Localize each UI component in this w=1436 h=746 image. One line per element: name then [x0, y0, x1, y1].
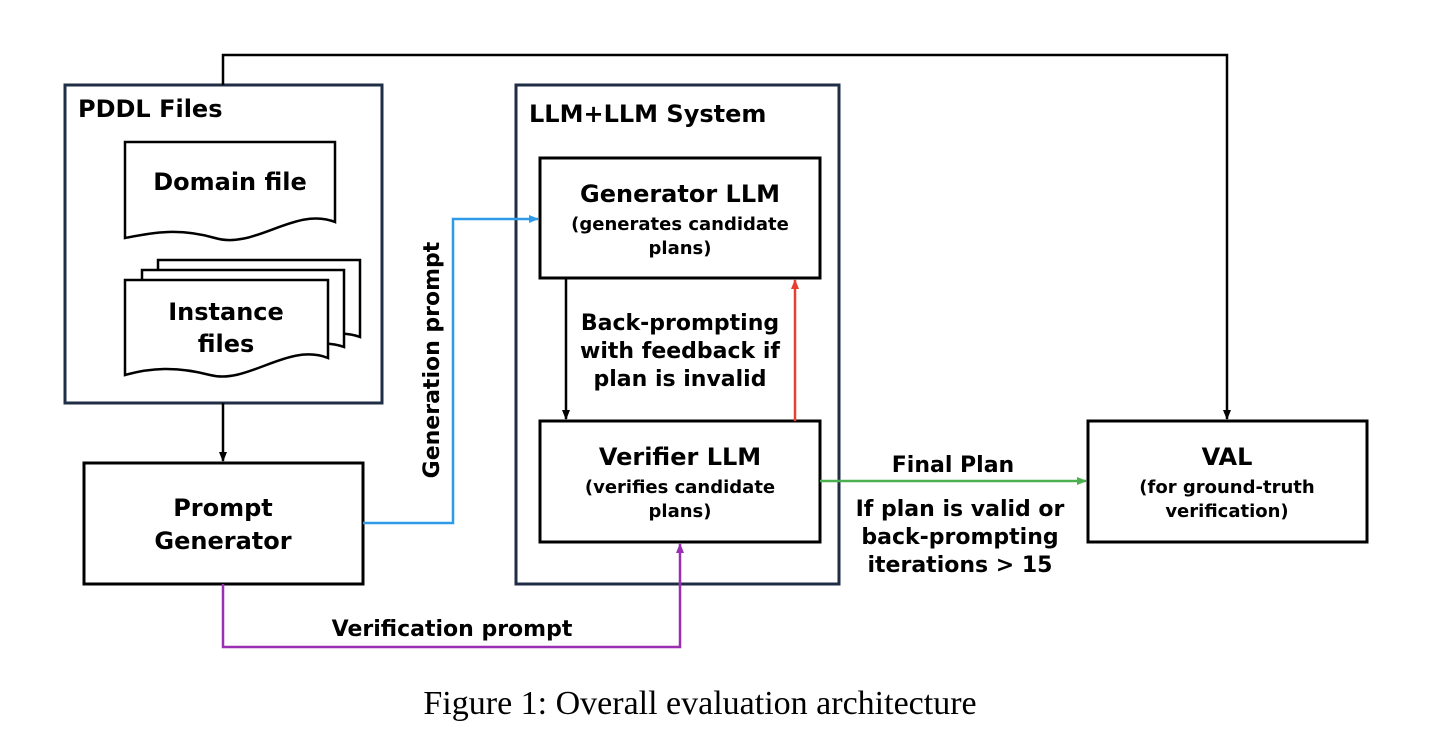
- domain-file-document-icon: [123, 140, 337, 242]
- final-plan-condition-line2: back-prompting: [861, 525, 1058, 550]
- llm-system-group: LLM+LLM System Generator LLM (generates …: [514, 83, 841, 586]
- instance-files-label-line2: files: [198, 330, 255, 358]
- pddl-files-group: PDDL Files Domain file Instance files: [63, 83, 384, 405]
- verification-prompt-arrow: [221, 543, 684, 649]
- final-plan-label: Final Plan: [892, 453, 1014, 478]
- val-title: VAL: [1202, 443, 1253, 471]
- val-box: [1086, 419, 1369, 544]
- generator-llm-desc-line1: (generates candidate: [571, 214, 789, 235]
- final-plan-condition-line3: iterations > 15: [868, 553, 1053, 578]
- generator-llm-title: Generator LLM: [580, 180, 780, 208]
- instance-file-front-document-icon: [123, 278, 330, 378]
- prompt-generator-label-line1: Prompt: [173, 494, 273, 522]
- val-group: VAL (for ground-truth verification): [1086, 419, 1369, 544]
- figure-caption: Figure 1: Overall evaluation architectur…: [423, 685, 976, 722]
- instance-files-label-line1: Instance: [168, 298, 284, 326]
- pddl-files-title: PDDL Files: [78, 95, 223, 123]
- val-desc-line2: verification): [1165, 501, 1288, 522]
- verification-prompt-label: Verification prompt: [332, 617, 573, 642]
- generation-prompt-arrow: [363, 215, 539, 525]
- verifier-llm-title: Verifier LLM: [599, 443, 761, 471]
- llm-system-box: [514, 83, 841, 586]
- verifier-llm-box: [538, 419, 822, 544]
- prompt-generator-box: [82, 461, 365, 586]
- final-plan-condition-line1: If plan is valid or: [856, 497, 1065, 522]
- llm-system-title: LLM+LLM System: [529, 100, 766, 128]
- backprompt-label-line3: plan is invalid: [594, 367, 767, 392]
- generation-prompt-label: Generation prompt: [420, 241, 445, 478]
- verifier-llm-desc-line1: (verifies candidate: [585, 477, 775, 498]
- domain-file-label: Domain file: [153, 168, 307, 196]
- val-desc-line1: (for ground-truth: [1139, 477, 1314, 498]
- prompt-generator-label-line2: Generator: [154, 527, 291, 555]
- generator-llm-box: [538, 156, 822, 280]
- pddl-to-val-arrow: [221, 53, 1231, 420]
- generator-llm-desc-line2: plans): [649, 238, 712, 259]
- prompt-generator-group: Prompt Generator: [82, 461, 365, 586]
- backprompt-label-line2: with feedback if: [580, 339, 780, 364]
- verifier-llm-desc-line2: plans): [649, 501, 712, 522]
- backprompt-label-line1: Back-prompting: [581, 311, 779, 336]
